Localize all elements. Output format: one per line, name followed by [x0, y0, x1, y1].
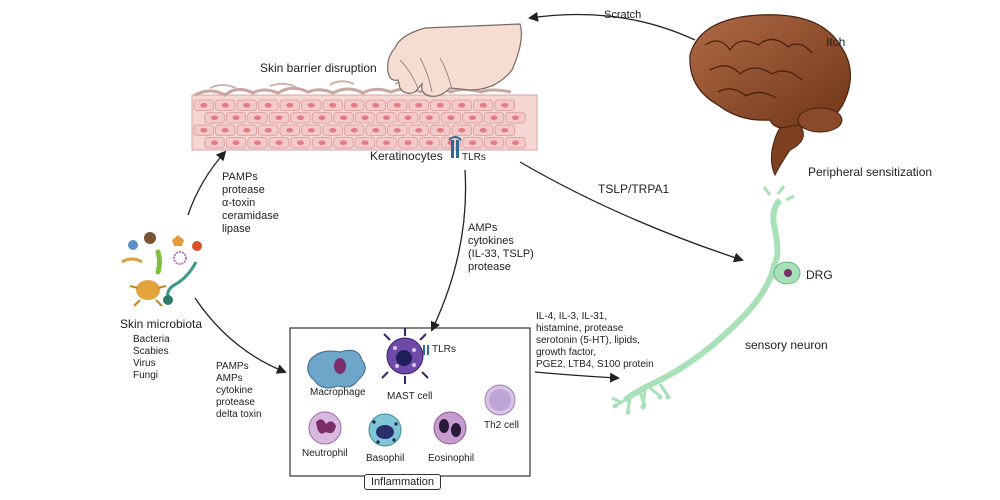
list-item: PAMPs: [222, 171, 258, 183]
list-item: cytokine: [216, 385, 253, 396]
list-item: Bacteria: [133, 334, 170, 345]
macrophage-label: Macrophage: [310, 387, 366, 398]
eosinophil-label: Eosinophil: [428, 453, 475, 464]
macrophage-icon: [307, 349, 366, 389]
skin-to-inflammation-list: AMPs cytokines (IL-33, TSLP) protease: [468, 222, 534, 274]
scratching-hand-icon: [387, 23, 522, 97]
microbe-to-inflammation-list: PAMPs AMPs cytokine protease delta toxin: [216, 361, 262, 421]
brain-icon: [689, 14, 851, 177]
neutrophil-icon: [308, 411, 342, 445]
list-item: Virus: [133, 358, 156, 369]
list-item: cytokines: [468, 235, 514, 247]
th2-cell-label: Th2 cell: [484, 420, 520, 431]
list-item: AMPs: [216, 373, 243, 384]
th2-cell-icon: [484, 384, 516, 416]
list-item: PGE2, LTB4, S100 protein: [536, 359, 654, 370]
microbiota-cluster-icon: [121, 232, 202, 307]
list-item: protease: [222, 184, 265, 196]
microbe-to-skin-list: PAMPs protease α-toxin ceramidase lipase: [222, 171, 279, 236]
arrow-skin-to-drg: [519, 161, 744, 263]
tslp-trpa1-label: TSLP/TRPA1: [598, 182, 670, 196]
list-item: AMPs: [468, 222, 498, 234]
mast-cell-label: MAST cell: [387, 391, 433, 402]
list-item: PAMPs: [216, 361, 249, 372]
inflammation-title: Inflammation: [364, 474, 441, 490]
skin-layer: [191, 80, 538, 151]
skin-microbiota-label: Skin microbiota: [120, 317, 203, 331]
mast-cell-icon: [381, 328, 429, 384]
eosinophil-icon: [433, 411, 467, 445]
list-item: protease: [216, 397, 255, 408]
list-item: (IL-33, TSLP): [468, 248, 534, 260]
arrow-microbe-to-skin: [187, 150, 227, 216]
list-item: histamine, protease: [536, 323, 624, 334]
itch-label: Itch: [826, 35, 846, 49]
drg-label: DRG: [806, 268, 833, 282]
list-item: serotonin (5-HT), lipids,: [536, 335, 640, 346]
basophil-icon: [368, 413, 402, 447]
list-item: lipase: [222, 223, 251, 235]
arrow-microbe-to-inflammation: [194, 297, 287, 374]
list-item: delta toxin: [216, 409, 262, 420]
list-item: α-toxin: [222, 197, 256, 209]
arrow-brain-to-hand: [528, 11, 696, 41]
sensory-neuron-icon: [611, 185, 801, 415]
scratch-label: Scratch: [604, 9, 642, 21]
tlrs-skin-label: TLRs: [462, 152, 486, 163]
arrow-inflammation-to-neuron: [534, 371, 620, 383]
keratinocytes-label: Keratinocytes: [370, 149, 443, 163]
skin-barrier-label: Skin barrier disruption: [260, 61, 377, 75]
list-item: ceramidase: [222, 210, 279, 222]
arrow-skin-to-inflammation: [430, 169, 467, 332]
list-item: Scabies: [133, 346, 169, 357]
sensory-neuron-label: sensory neuron: [745, 338, 828, 352]
list-item: growth factor,: [536, 347, 597, 358]
inflammation-to-neuron-list: IL-4, IL-3, IL-31, histamine, protease s…: [536, 311, 654, 371]
arrows: [187, 11, 744, 383]
list-item: Fungi: [133, 370, 159, 381]
basophil-label: Basophil: [366, 453, 405, 464]
tlrs-mast-label: TLRs: [432, 344, 456, 355]
tlr-receptor-icon: [448, 136, 462, 158]
peripheral-sensitization-label: Peripheral sensitization: [808, 165, 933, 179]
list-item: IL-4, IL-3, IL-31,: [536, 311, 608, 322]
microbiota-list: Bacteria Scabies Virus Fungi: [133, 334, 170, 382]
list-item: protease: [468, 261, 511, 273]
neutrophil-label: Neutrophil: [302, 448, 348, 459]
